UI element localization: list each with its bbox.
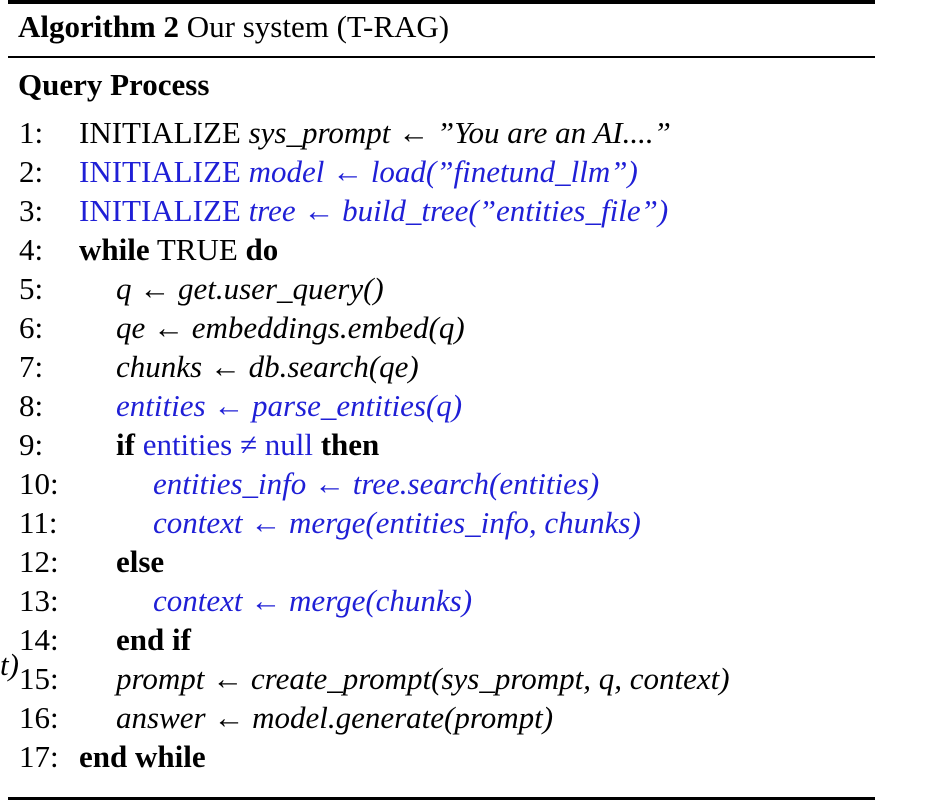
algorithm-title: Our system (T-RAG)	[186, 9, 450, 44]
line-code: while TRUE do	[79, 230, 278, 269]
statement: entities_info ← tree.search(entities)	[153, 466, 600, 501]
condition: entities ≠ null	[142, 427, 313, 462]
statement: answer ← model.generate(prompt)	[116, 700, 554, 735]
line-code: if entities ≠ null then	[116, 425, 379, 464]
line-number: 1:	[19, 115, 44, 150]
keyword: while	[79, 232, 150, 267]
line-number: 10:	[19, 466, 59, 501]
statement: entities ← parse_entities(q)	[116, 388, 463, 423]
keyword: INITIALIZE	[79, 115, 241, 150]
statement: model ← load(”finetund_llm”)	[248, 154, 638, 189]
line-code: INITIALIZE tree ← build_tree(”entities_f…	[79, 191, 668, 230]
keyword: end while	[79, 739, 206, 774]
keyword: then	[320, 427, 380, 462]
line-number: 4:	[19, 232, 44, 267]
line-number: 3:	[19, 193, 44, 228]
line-number: 8:	[19, 388, 44, 423]
keyword: INITIALIZE	[79, 193, 241, 228]
statement: prompt ← create_prompt(sys_prompt, q, co…	[116, 661, 730, 696]
line-number: 12:	[19, 544, 59, 579]
statement: sys_prompt ← ”You are an AI....”	[248, 115, 671, 150]
line-number: 11:	[19, 505, 58, 540]
line-code: INITIALIZE model ← load(”finetund_llm”)	[79, 152, 638, 191]
line-number: 16:	[19, 700, 59, 735]
statement: chunks ← db.search(qe)	[116, 349, 419, 384]
bottom-rule	[8, 797, 875, 800]
keyword: else	[116, 544, 165, 579]
line-number: 2:	[19, 154, 44, 189]
algorithm-caption: Algorithm 2 Our system (T-RAG)	[18, 7, 449, 47]
statement: tree ← build_tree(”entities_file”)	[248, 193, 669, 228]
keyword: if	[116, 427, 135, 462]
statement: TRUE	[156, 232, 238, 267]
statement: qe ← embeddings.embed(q)	[116, 310, 465, 345]
statement: q ← get.user_query()	[116, 271, 384, 306]
statement: context ← merge(chunks)	[153, 583, 473, 618]
stray-glyph: t)	[0, 647, 19, 682]
line-number: 5:	[19, 271, 44, 306]
statement: context ← merge(entities_info, chunks)	[153, 505, 641, 540]
section-title: Query Process	[18, 67, 210, 102]
line-number: 7:	[19, 349, 44, 384]
line-number: 15:	[19, 661, 59, 696]
keyword: INITIALIZE	[79, 154, 241, 189]
line-number: 13:	[19, 583, 59, 618]
line-number: 17:	[19, 739, 59, 774]
keyword: do	[245, 232, 279, 267]
top-rule	[8, 0, 875, 4]
line-number: 14:	[19, 622, 59, 657]
line-number: 9:	[19, 427, 44, 462]
caption-rule	[8, 56, 875, 58]
keyword: end if	[116, 622, 191, 657]
line-code: INITIALIZE sys_prompt ← ”You are an AI..…	[79, 113, 671, 152]
algorithm-label: Algorithm 2	[18, 9, 180, 44]
line-number: 6:	[19, 310, 44, 345]
